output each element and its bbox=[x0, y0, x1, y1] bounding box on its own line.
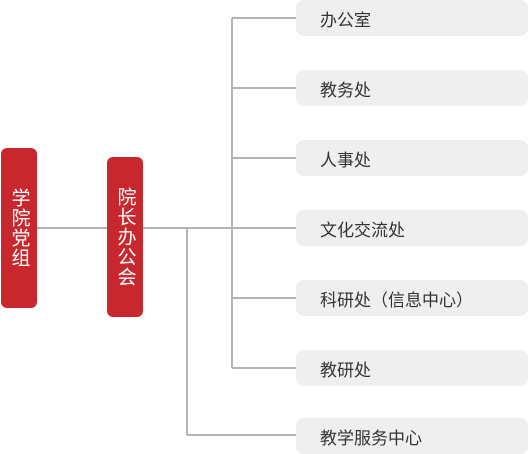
dept-node-academic-affairs: 教务处 bbox=[296, 70, 528, 106]
dept-label: 科研处（信息中心） bbox=[320, 290, 473, 311]
dept-label: 教研处 bbox=[320, 360, 371, 381]
dept-label: 文化交流处 bbox=[320, 220, 405, 241]
dept-node-research: 科研处（信息中心） bbox=[296, 280, 528, 316]
dept-label: 办公室 bbox=[320, 10, 371, 31]
dept-node-personnel: 人事处 bbox=[296, 140, 528, 176]
dept-node-office: 办公室 bbox=[296, 0, 528, 36]
root-node-party-group: 学院党组 bbox=[1, 148, 37, 308]
dept-label: 人事处 bbox=[320, 150, 371, 171]
dept-node-teaching-services: 教学服务中心 bbox=[296, 418, 528, 454]
dept-node-cultural-exchange: 文化交流处 bbox=[296, 210, 528, 246]
hub-node-president-meeting: 院长办公会 bbox=[107, 157, 143, 317]
dept-label: 教学服务中心 bbox=[320, 428, 422, 449]
root-node-label: 学院党组 bbox=[8, 188, 31, 268]
hub-node-label: 院长办公会 bbox=[114, 187, 137, 287]
dept-label: 教务处 bbox=[320, 80, 371, 101]
dept-node-teaching-research: 教研处 bbox=[296, 350, 528, 386]
